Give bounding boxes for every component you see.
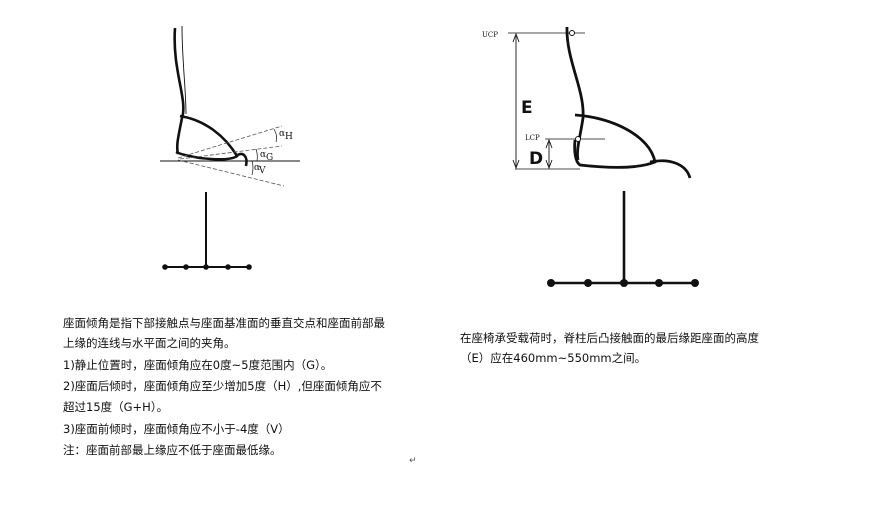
caster — [225, 264, 231, 270]
tilt-line-g — [179, 145, 283, 160]
description-line: 3)座面前倾时，座面倾角应不小于-4度（V） — [63, 422, 290, 436]
caster — [691, 279, 699, 287]
dimension-d-arrow-top — [545, 138, 553, 149]
lcp-label: LCP — [525, 134, 540, 142]
caster — [620, 279, 628, 287]
dimension-e-arrow-top — [512, 32, 520, 43]
dimension-e-arrow-bottom — [512, 159, 520, 170]
caster — [183, 264, 189, 270]
dimension-labels: UCP LCP E D — [482, 31, 543, 169]
angle-arc-h — [273, 128, 278, 143]
angle-symbol-v: α — [254, 163, 260, 173]
lcp-marker — [575, 136, 581, 142]
description-line: 座面倾角是指下部接触点与座面基准面的垂直交点和座面前部最 — [63, 316, 385, 330]
dimension-e-label: E — [521, 98, 533, 118]
description-line: 2)座面后倾时，座面倾角应至少增加5度（H）,但座面倾角应不 — [63, 379, 382, 393]
chair-base-casters-right — [547, 279, 699, 287]
ucp-marker — [569, 30, 575, 36]
dimension-d-label: D — [529, 149, 543, 169]
description-line: （E）应在460mm~550mm之间。 — [460, 351, 647, 365]
description-line: 超过15度（G+H）。 — [63, 400, 169, 414]
dimension-d-arrow-bottom — [545, 159, 553, 170]
caster — [655, 279, 663, 287]
description-line: 在座椅承受载荷时，脊柱后凸接触面的最后缘距座面的高度 — [460, 331, 759, 345]
angle-label-h: H — [285, 132, 293, 142]
seat-front-lip — [235, 152, 248, 167]
description-note: 注：座面前部最上缘应不低于座面最低缘。 — [63, 443, 282, 457]
backrest-inner-line — [181, 25, 187, 115]
caster — [203, 264, 209, 270]
seat-front-edge-right — [649, 159, 692, 179]
chair-base-casters-left — [162, 264, 252, 270]
caster — [584, 279, 592, 287]
backrest-outline — [173, 27, 185, 155]
seat-tilt-diagram — [160, 25, 300, 268]
angle-labels: α H α G α V — [254, 129, 293, 176]
lumbar-height-diagram — [508, 26, 697, 285]
ucp-label: UCP — [482, 31, 498, 39]
angle-symbol-h: α — [279, 129, 285, 139]
angle-arc-g — [255, 148, 258, 162]
description-line: 上缘的连线与水平面之间的夹角。 — [63, 336, 236, 350]
angle-label-v: V — [258, 166, 266, 176]
caster — [246, 264, 252, 270]
tilt-line-v — [177, 159, 285, 187]
angle-label-g: G — [266, 153, 273, 163]
tilt-line-h — [177, 125, 283, 159]
seat-shell-outline-right — [573, 113, 657, 169]
backrest-outline-right — [565, 26, 585, 161]
angle-arc-v — [251, 160, 254, 176]
seat-shell-outline — [175, 114, 239, 161]
caster — [547, 279, 555, 287]
paragraph-mark: ↵ — [409, 456, 417, 466]
angle-symbol-g: α — [260, 150, 266, 160]
caster — [162, 264, 168, 270]
description-line: 1)静止位置时，座面倾角应在0度~5度范围内（G）。 — [63, 358, 333, 372]
